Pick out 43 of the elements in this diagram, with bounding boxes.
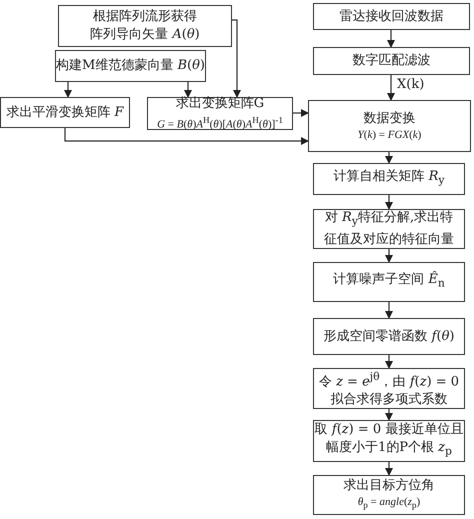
step-text: 数据变换 (364, 110, 416, 128)
edge-label: X(k) (396, 78, 426, 92)
step-text: 计算噪声子空间 Ê$_{n}$ (333, 271, 445, 292)
step-text: 计算自相关矩阵 R$_{y}$ (333, 168, 445, 189)
step-text: 形成空间零谱函数 f(θ) (324, 328, 454, 346)
step-text: 对 R$_{y}$特征分解,求出特征值及对应的特征向量 (323, 209, 455, 249)
process-box (313, 318, 465, 355)
arrow (293, 109, 309, 117)
process-box (0, 97, 130, 128)
process-box (313, 3, 470, 30)
process-box (313, 163, 465, 195)
formula: θ$_{p}$ = angle(z$_{p}$) (358, 495, 420, 513)
process-box (313, 262, 465, 302)
step-text: 求出变换矩阵G (176, 95, 264, 114)
arrow (387, 30, 395, 48)
arrow (385, 195, 393, 210)
process-box (308, 100, 471, 152)
arrow (64, 82, 72, 98)
arrow (385, 152, 393, 164)
step-text: 雷达接收回波数据 (340, 8, 444, 26)
arrow (184, 82, 192, 98)
step-text: 取 f(z) = 0 最接近单位且幅度小于1的P个根 z$_{p}$ (314, 421, 464, 460)
process-box (147, 97, 293, 130)
step-text: 数字匹配滤波 (352, 52, 430, 70)
arrow (64, 128, 309, 145)
step-text: 求出目标方位角 (344, 477, 434, 496)
arrow (385, 249, 393, 263)
step-text: 令 z = e$^{jθ}$，由 f(z) = 0拟合求得多项式系数 (318, 368, 460, 410)
arrow (385, 355, 393, 369)
arrow (385, 302, 393, 319)
arrow (385, 409, 393, 421)
formula: Y(k) = FGX(k) (358, 128, 422, 142)
arrow (232, 19, 241, 98)
step-text: 根据阵列流形获得阵列导向矢量 A(θ) (90, 8, 200, 44)
arrow (385, 462, 393, 476)
process-box (55, 50, 206, 82)
process-box (313, 475, 465, 515)
step-text: 求出平滑变换矩阵 F (6, 104, 124, 122)
process-box (58, 5, 232, 47)
step-text: 构建M维范德蒙向量 B(θ) (56, 57, 205, 75)
process-box (313, 47, 470, 75)
arrow (387, 75, 395, 101)
formula: G = B(θ)A$^{H}$(θ)[A(θ)A$^{H}$(θ)]$^{-1}$ (157, 114, 283, 132)
